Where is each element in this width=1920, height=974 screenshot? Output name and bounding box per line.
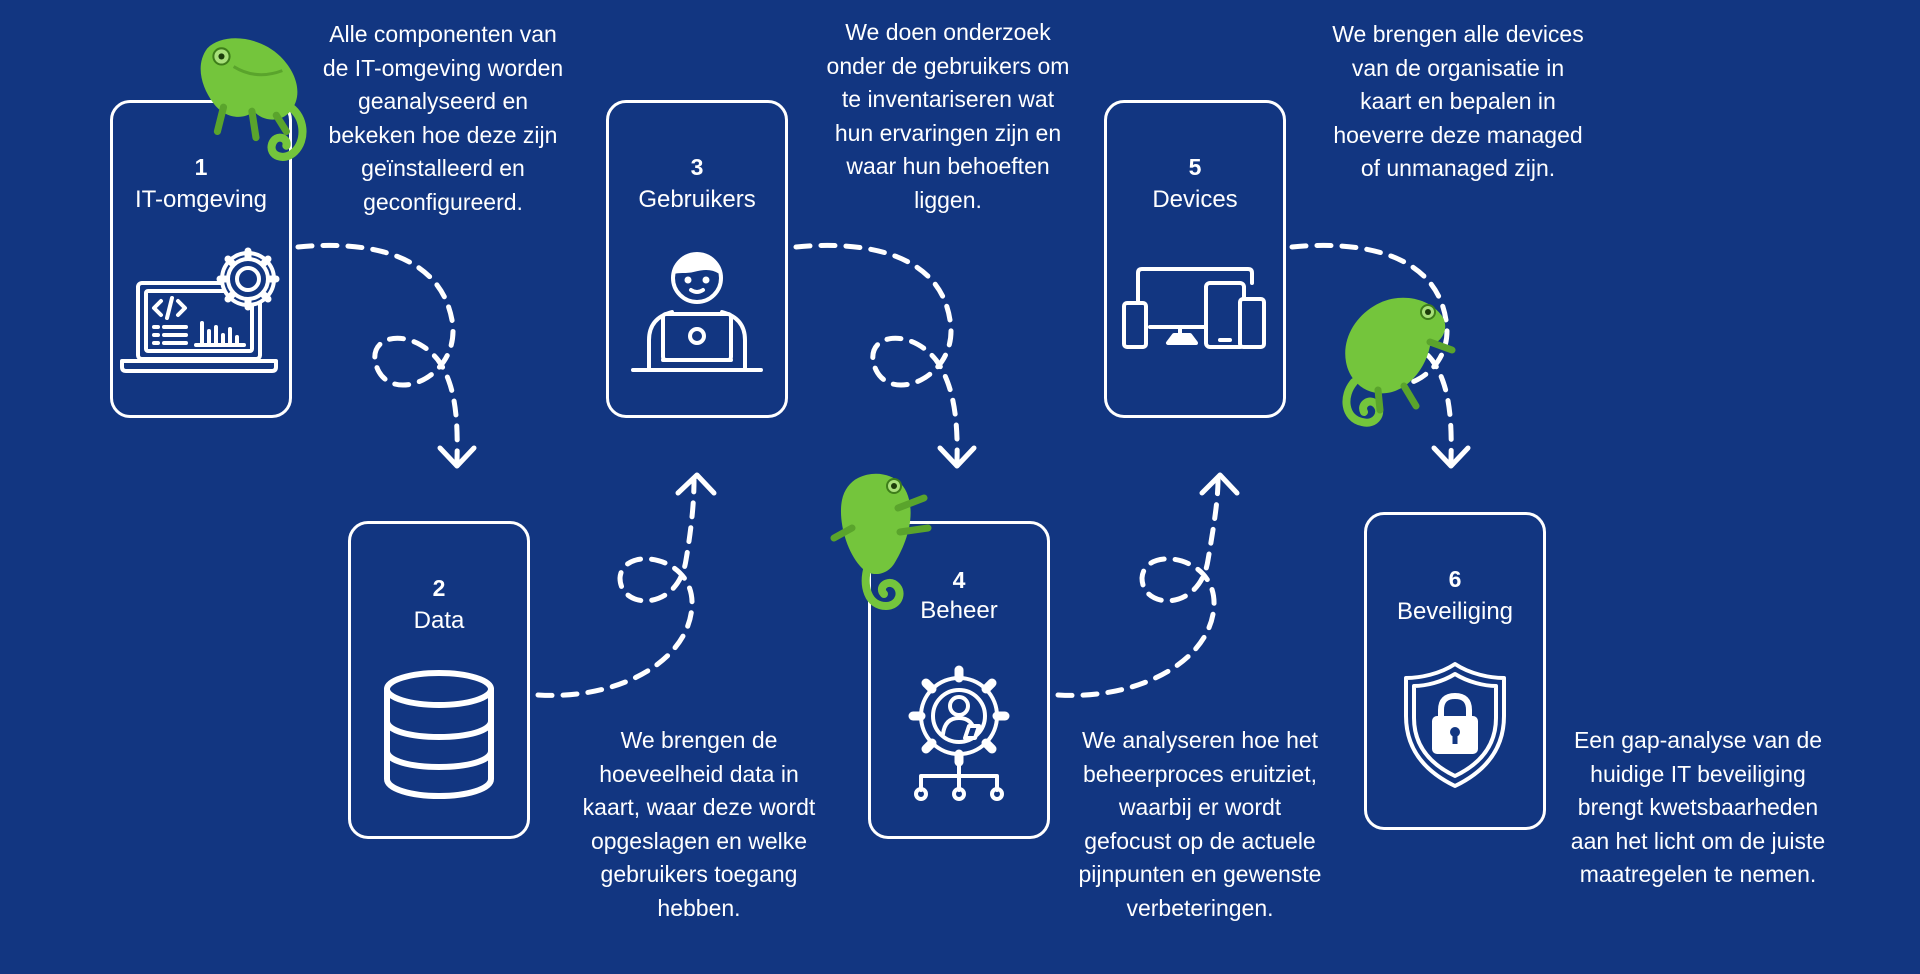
connector-3-4 bbox=[793, 242, 960, 463]
step-description-5: We brengen alle devices van de organisat… bbox=[1332, 21, 1584, 181]
database-icon bbox=[351, 664, 527, 804]
arrowhead-up-2 bbox=[675, 472, 717, 496]
step-title: Data bbox=[413, 607, 465, 634]
step-title: Devices bbox=[1152, 186, 1238, 213]
step-number: 2 bbox=[432, 575, 446, 601]
step-number: 6 bbox=[1448, 566, 1462, 592]
step-card-beveiliging: 6 Beveiliging bbox=[1364, 512, 1546, 830]
arrowhead-down-3 bbox=[937, 445, 977, 469]
chameleon-icon bbox=[830, 473, 932, 611]
arrowhead-down-5 bbox=[1431, 445, 1471, 469]
user-laptop-icon bbox=[609, 243, 785, 383]
arrowhead-up-4 bbox=[1199, 472, 1240, 496]
arrowhead-down-1 bbox=[437, 445, 477, 469]
step-description-6: Een gap-analyse van de huidige IT beveil… bbox=[1570, 727, 1826, 887]
step-description-2: We brengen de hoeveelheid data in kaart,… bbox=[582, 727, 816, 921]
step-number: 4 bbox=[952, 567, 966, 593]
step-card-beheer: 4 Beheer bbox=[868, 521, 1050, 839]
step-number: 3 bbox=[690, 154, 704, 180]
connector-2-3 bbox=[535, 477, 697, 698]
step-description-1: Alle componenten van de IT-omgeving word… bbox=[322, 21, 564, 215]
connector-1-2 bbox=[295, 242, 460, 463]
step-description-4: We analyseren hoe het beheerproces eruit… bbox=[1078, 727, 1322, 921]
step-title: Beheer bbox=[920, 597, 998, 624]
step-title: IT-omgeving bbox=[134, 186, 268, 213]
step-card-devices: 5 Devices bbox=[1104, 100, 1286, 418]
shield-lock-icon bbox=[1367, 655, 1543, 795]
step-description-3: We doen onderzoek onder de gebruikers om… bbox=[826, 19, 1070, 213]
step-title: Gebruikers bbox=[638, 186, 756, 213]
chameleon-icon bbox=[200, 38, 307, 161]
step-card-it-omgeving: 1 IT-omgeving bbox=[110, 100, 292, 418]
step-card-data: 2 Data bbox=[348, 521, 530, 839]
gear-user-network-icon bbox=[871, 664, 1047, 804]
devices-icon bbox=[1107, 243, 1283, 383]
step-number: 1 bbox=[194, 154, 208, 180]
laptop-code-gear-icon bbox=[113, 243, 289, 383]
step-number: 5 bbox=[1188, 154, 1202, 180]
step-card-gebruikers: 3 Gebruikers bbox=[606, 100, 788, 418]
chameleon-icon bbox=[1342, 297, 1456, 427]
step-title: Beveiliging bbox=[1396, 598, 1514, 625]
connector-4-5 bbox=[1055, 477, 1221, 698]
